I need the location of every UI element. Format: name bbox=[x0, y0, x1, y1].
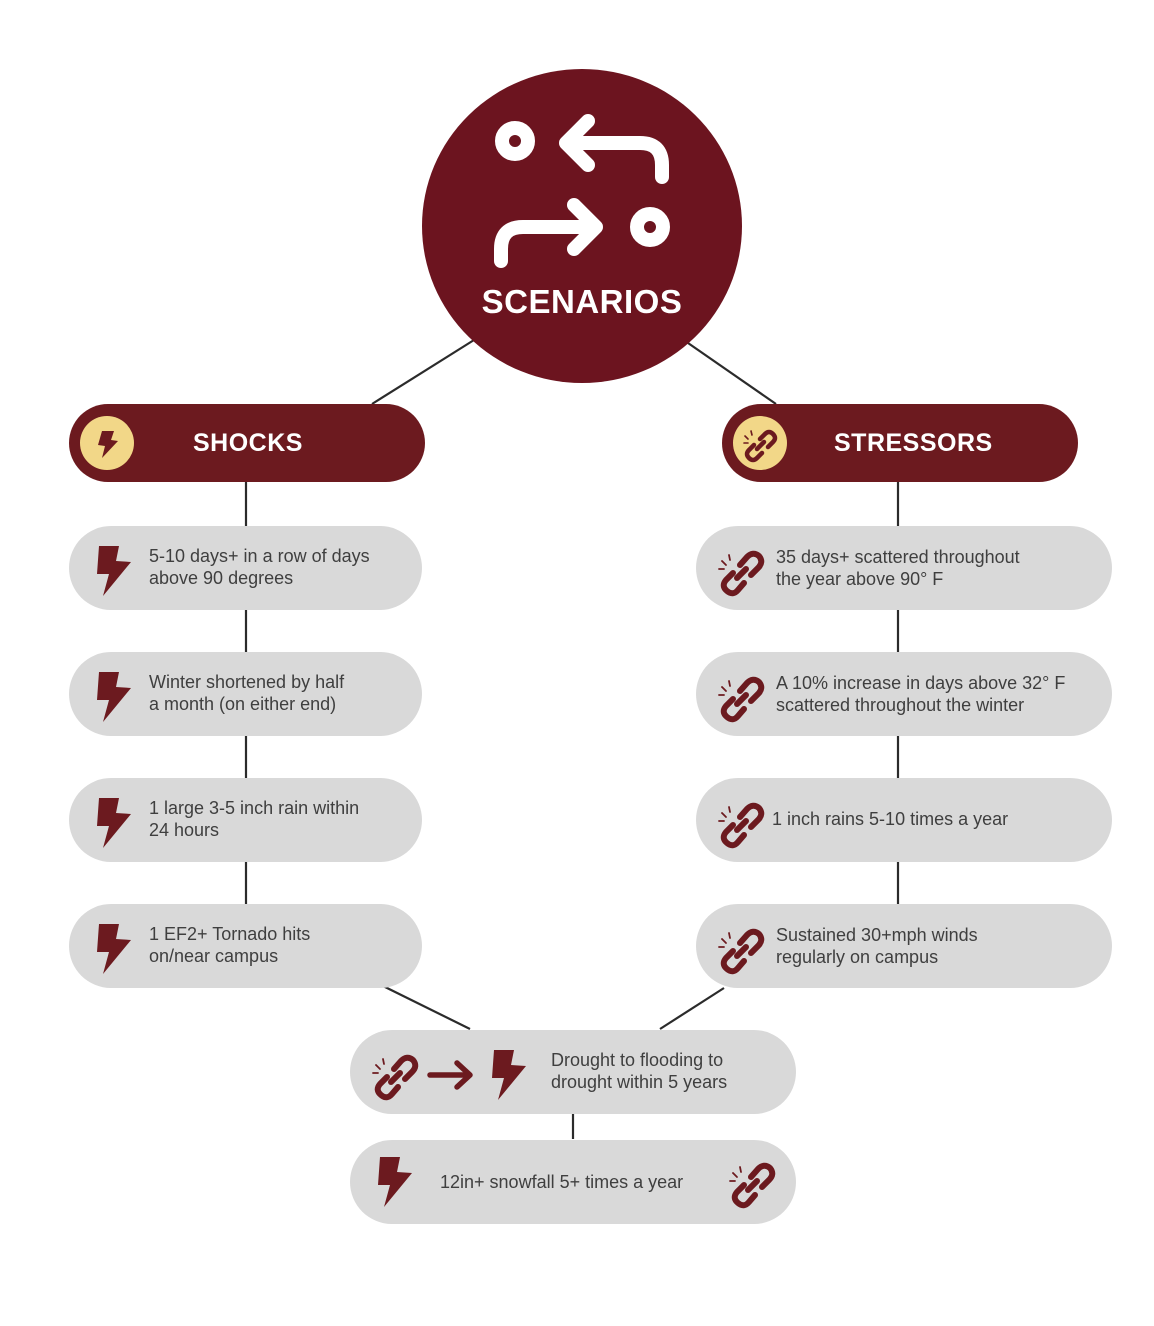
shocks-header: SHOCKS bbox=[69, 404, 425, 482]
combined-item-text: Drought to flooding to drought within 5 … bbox=[551, 1050, 728, 1092]
stressor-item: A 10% increase in days above 32° F scatt… bbox=[696, 652, 1112, 736]
lightning-bolt-icon bbox=[378, 1157, 412, 1207]
shock-item-text: 1 EF2+ Tornado hits on/near campus bbox=[149, 924, 311, 966]
shocks-to-combined-line bbox=[374, 981, 471, 1030]
shocks-title: SHOCKS bbox=[193, 429, 303, 457]
stressor-item-text: Sustained 30+mph winds regularly on camp… bbox=[776, 925, 978, 967]
stressor-item: 1 inch rains 5-10 times a year bbox=[696, 778, 1112, 862]
broken-chain-link-icon bbox=[372, 1054, 419, 1101]
stressor-item-text: 1 inch rains 5-10 times a year bbox=[772, 809, 1009, 829]
broken-chain-link-icon bbox=[718, 802, 765, 849]
lightning-bolt-icon bbox=[492, 1050, 526, 1100]
stressor-item-text: 35 days+ scattered throughout the year a… bbox=[776, 547, 1020, 589]
arrow-right-icon bbox=[427, 1060, 473, 1090]
combined-item: 12in+ snowfall 5+ times a year bbox=[350, 1140, 796, 1224]
lightning-bolt-icon bbox=[98, 431, 118, 458]
hub-title: SCENARIOS bbox=[481, 283, 683, 320]
combined-item: Drought to flooding to drought within 5 … bbox=[350, 1030, 796, 1114]
stressors-badge bbox=[733, 416, 787, 470]
shock-item: 1 EF2+ Tornado hits on/near campus bbox=[69, 904, 422, 988]
broken-chain-link-icon bbox=[729, 1162, 776, 1209]
hub-to-stressors-line bbox=[687, 342, 777, 405]
shock-item-text: 1 large 3-5 inch rain within 24 hours bbox=[149, 798, 360, 840]
shock-item: Winter shortened by half a month (on eit… bbox=[69, 652, 422, 736]
lightning-bolt-icon bbox=[97, 672, 131, 722]
hub-to-shocks-line bbox=[371, 339, 475, 405]
stressor-item-text: A 10% increase in days above 32° F scatt… bbox=[776, 673, 1066, 715]
stressors-header: STRESSORS bbox=[722, 404, 1078, 482]
shock-item: 5-10 days+ in a row of days above 90 deg… bbox=[69, 526, 422, 610]
broken-chain-link-icon bbox=[743, 429, 778, 463]
broken-chain-link-icon bbox=[718, 676, 765, 723]
lightning-bolt-icon bbox=[97, 546, 131, 596]
broken-chain-link-icon bbox=[718, 550, 765, 597]
combined-item-text: 12in+ snowfall 5+ times a year bbox=[440, 1172, 684, 1192]
stressors-title: STRESSORS bbox=[834, 429, 993, 457]
shocks-badge bbox=[80, 416, 134, 470]
lightning-bolt-icon bbox=[97, 798, 131, 848]
broken-chain-link-icon bbox=[718, 928, 765, 975]
stressor-item: 35 days+ scattered throughout the year a… bbox=[696, 526, 1112, 610]
shock-item-text: 5-10 days+ in a row of days above 90 deg… bbox=[149, 546, 370, 588]
stressor-item: Sustained 30+mph winds regularly on camp… bbox=[696, 904, 1112, 988]
scenarios-hub: SCENARIOS bbox=[422, 69, 742, 383]
route-arrows-icon bbox=[494, 114, 670, 268]
stressors-to-combined-line bbox=[659, 987, 725, 1030]
lightning-bolt-icon bbox=[97, 924, 131, 974]
shock-item-text: Winter shortened by half a month (on eit… bbox=[149, 672, 345, 714]
shock-item: 1 large 3-5 inch rain within 24 hours bbox=[69, 778, 422, 862]
